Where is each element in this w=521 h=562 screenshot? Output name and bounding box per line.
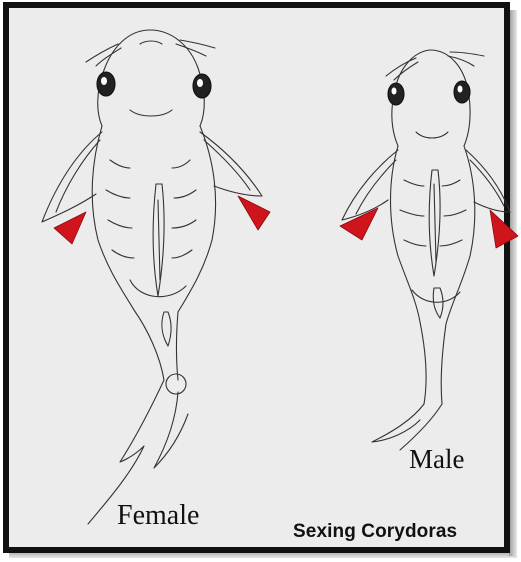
female-catfish-sketch: [42, 30, 270, 524]
male-label: Male: [409, 444, 464, 475]
female-label: Female: [117, 500, 199, 532]
caption-title: Sexing Corydoras: [293, 521, 457, 543]
male-catfish-sketch: [340, 50, 518, 450]
